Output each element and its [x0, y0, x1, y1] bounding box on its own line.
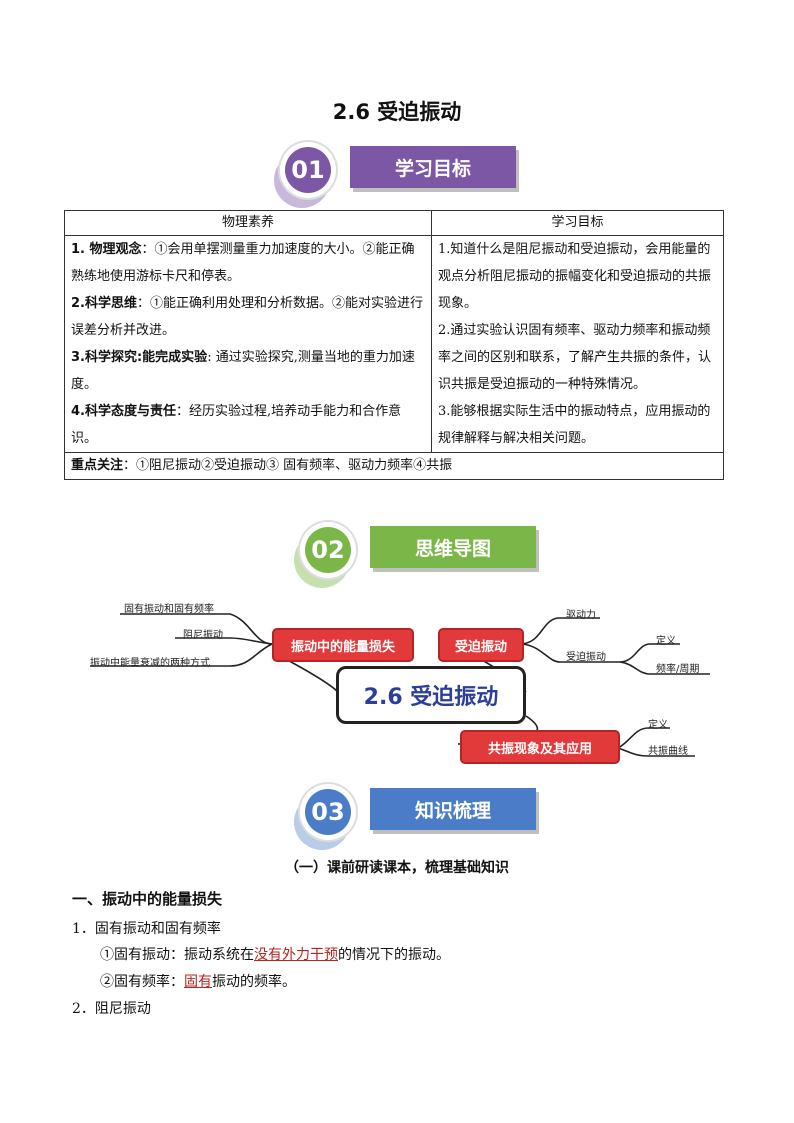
mind-map-branch-bottom: 共振现象及其应用	[460, 730, 620, 764]
definition-line: ②固有频率：固有振动的频率。	[100, 974, 296, 990]
page-title: 2.6 受迫振动	[332, 100, 462, 124]
mind-map-center: 2.6 受迫振动	[336, 666, 526, 724]
literacy-item: 1. 物理观念：①会用单摆测量重力加速度的大小。②能正确熟练地使用游标卡尺和停表…	[71, 242, 415, 284]
goal-item: 2.通过实验认识固有频率、驱动力频率和振动频率之间的区别和联系，了解产生共振的条…	[438, 323, 712, 392]
sub-heading: （一）课前研读课本，梳理基础知识	[285, 860, 509, 876]
focus-text: ：①阻尼振动②受迫振动③ 固有频率、驱动力频率④共振	[123, 458, 453, 473]
table-header: 学习目标	[431, 210, 724, 236]
section-badge-01: 01 学习目标	[274, 142, 520, 208]
section-label: 思维导图	[370, 526, 536, 568]
mind-map-leaf: 共振曲线	[648, 746, 688, 757]
section-badge-03: 03 知识梳理	[294, 784, 540, 850]
definition-line: ①固有振动：振动系统在没有外力干预的情况下的振动。	[100, 947, 450, 963]
section-badge-02: 02 思维导图	[294, 522, 540, 588]
goal-item: 1.知道什么是阻尼振动和受迫振动，会用能量的观点分析阻尼振动的振幅变化和受迫振动…	[438, 242, 712, 311]
section-number: 01	[285, 147, 331, 193]
mind-map-leaf: 频率/周期	[656, 664, 700, 675]
literacy-item: 2.科学思维：①能正确利用处理和分析数据。②能对实验进行误差分析并改进。	[71, 296, 423, 338]
goals-cell: 1.知道什么是阻尼振动和受迫振动，会用能量的观点分析阻尼振动的振幅变化和受迫振动…	[431, 235, 724, 453]
focus-row: 重点关注：①阻尼振动②受迫振动③ 固有频率、驱动力频率④共振	[64, 452, 724, 480]
mind-map: 固有振动和固有频率 阻尼振动 振动中能量衰减的两种方式 振动中的能量损失 受迫振…	[80, 592, 720, 772]
section-label: 学习目标	[350, 146, 516, 188]
mind-map-branch-right: 受迫振动	[438, 628, 524, 662]
mind-map-leaf: 振动中能量衰减的两种方式	[90, 658, 210, 669]
learning-goals-table: 物理素养 学习目标 1. 物理观念：①会用单摆测量重力加速度的大小。②能正确熟练…	[64, 210, 724, 480]
goal-item: 3.能够根据实际生活中的振动特点，应用振动的规律解释与解决相关问题。	[438, 404, 711, 446]
mind-map-leaf: 定义	[656, 636, 676, 647]
section-number: 03	[305, 789, 351, 835]
mind-map-leaf: 阻尼振动	[183, 630, 223, 641]
section-heading: 一、振动中的能量损失	[72, 890, 223, 908]
mind-map-leaf: 受迫振动	[566, 652, 606, 663]
focus-label: 重点关注	[71, 458, 124, 473]
mind-map-branch-left: 振动中的能量损失	[272, 628, 414, 662]
mind-map-leaf: 固有振动和固有频率	[124, 604, 214, 615]
literacy-item: 4.科学态度与责任：经历实验过程,培养动手能力和合作意识。	[71, 404, 402, 446]
section-number: 02	[305, 527, 351, 573]
item-heading: 2．阻尼振动	[72, 1001, 151, 1017]
item-heading: 1．固有振动和固有频率	[72, 921, 221, 937]
fill-blank: 没有外力干预	[254, 947, 338, 963]
mind-map-leaf: 驱动力	[566, 610, 596, 621]
mind-map-leaf: 定义	[648, 720, 668, 731]
table-header: 物理素养	[64, 210, 432, 236]
fill-blank: 固有	[184, 974, 212, 990]
literacy-item: 3.科学探究:能完成实验: 通过实验探究,测量当地的重力加速度。	[71, 350, 415, 392]
section-label: 知识梳理	[370, 788, 536, 830]
literacy-cell: 1. 物理观念：①会用单摆测量重力加速度的大小。②能正确熟练地使用游标卡尺和停表…	[64, 235, 432, 453]
